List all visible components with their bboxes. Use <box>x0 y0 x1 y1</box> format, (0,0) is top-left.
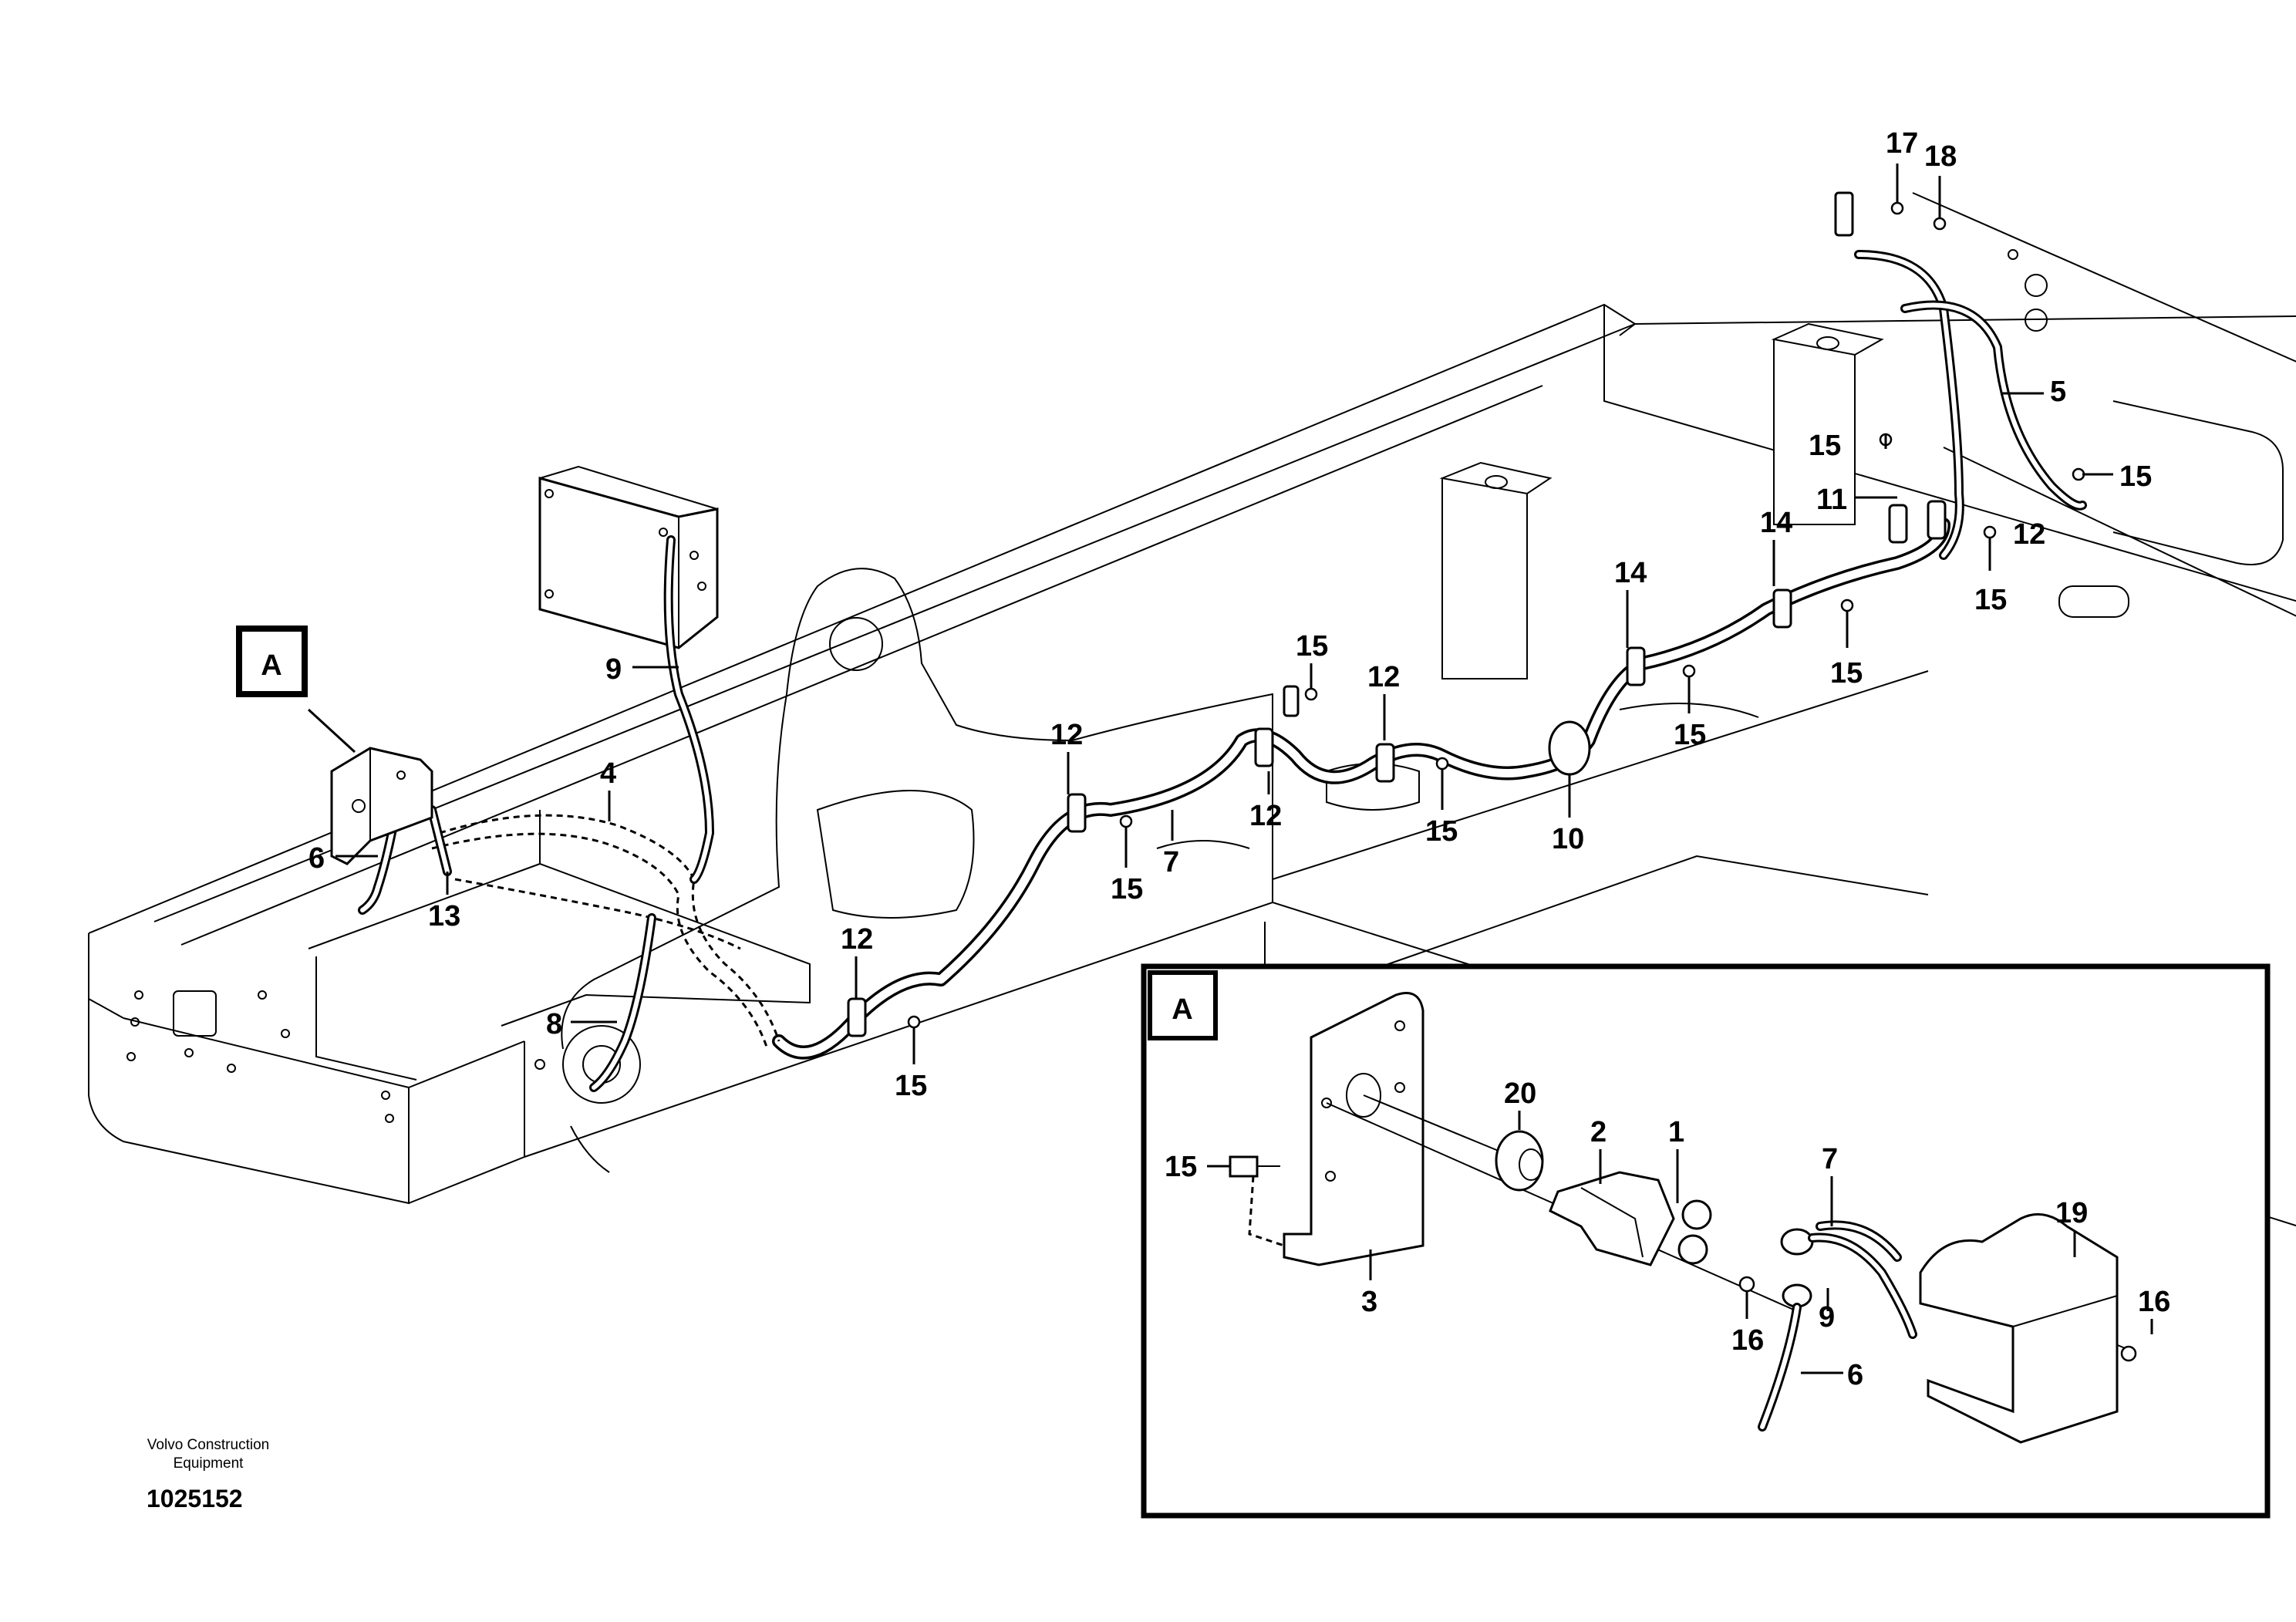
callout-15: 15 <box>895 1070 927 1102</box>
callout-17: 17 <box>1886 127 1918 160</box>
detail-callout-2: 2 <box>1590 1116 1607 1148</box>
svg-text:A: A <box>261 649 282 682</box>
callout-12: 12 <box>1367 661 1400 693</box>
drawing-number: 1025152 <box>147 1485 243 1512</box>
callout-5: 5 <box>2050 376 2066 408</box>
callout-14: 14 <box>1614 557 1647 589</box>
callout-9: 9 <box>605 653 622 686</box>
callout-12: 12 <box>2013 518 2045 551</box>
callout-14: 14 <box>1760 507 1792 539</box>
callout-15: 15 <box>1425 815 1458 848</box>
detail-a-inset: A <box>1141 963 2271 1519</box>
callout-18: 18 <box>1924 140 1957 173</box>
detail-callout-9: 9 <box>1819 1301 1835 1334</box>
detail-callout-3: 3 <box>1361 1286 1377 1318</box>
electric-box <box>538 465 719 649</box>
callout-15: 15 <box>1974 584 2007 616</box>
detail-a-marker: A <box>236 626 308 697</box>
callout-7: 7 <box>1163 846 1179 878</box>
callout-12: 12 <box>1050 719 1083 751</box>
callout-12: 12 <box>841 923 873 956</box>
detail-callout-7: 7 <box>1822 1143 1838 1175</box>
machine-frame <box>88 192 2296 1227</box>
detail-callout-16: 16 <box>2138 1286 2170 1318</box>
svg-text:A: A <box>1172 993 1192 1026</box>
cable-harness <box>358 250 2087 1092</box>
callout-15: 15 <box>2119 460 2152 493</box>
callout-15: 15 <box>1296 630 1328 663</box>
detail-callout-6: 6 <box>1847 1359 1863 1391</box>
leader-lines <box>307 164 2113 1064</box>
callout-8: 8 <box>546 1008 562 1040</box>
detail-callout-20: 20 <box>1504 1077 1536 1110</box>
detail-callout-19: 19 <box>2055 1197 2088 1229</box>
callout-15: 15 <box>1830 657 1863 690</box>
callout-13: 13 <box>428 900 460 932</box>
bracket-a-assembly <box>330 747 433 865</box>
callout-10: 10 <box>1552 823 1584 855</box>
callout-15: 15 <box>1674 719 1706 751</box>
detail-callout-1: 1 <box>1668 1116 1684 1148</box>
main-callouts: 17 18 5 15 15 11 12 15 14 14 15 15 15 12… <box>308 127 2152 1102</box>
company-caption: Volvo Construction Equipment <box>147 1437 270 1472</box>
callout-4: 4 <box>600 757 616 790</box>
callout-11: 11 <box>1816 484 1847 516</box>
callout-15: 15 <box>1111 873 1143 905</box>
callout-6: 6 <box>308 842 325 875</box>
detail-callout-16: 16 <box>1731 1324 1764 1357</box>
callout-12: 12 <box>1249 800 1282 832</box>
detail-callout-15: 15 <box>1165 1151 1197 1183</box>
callout-15: 15 <box>1809 430 1841 462</box>
